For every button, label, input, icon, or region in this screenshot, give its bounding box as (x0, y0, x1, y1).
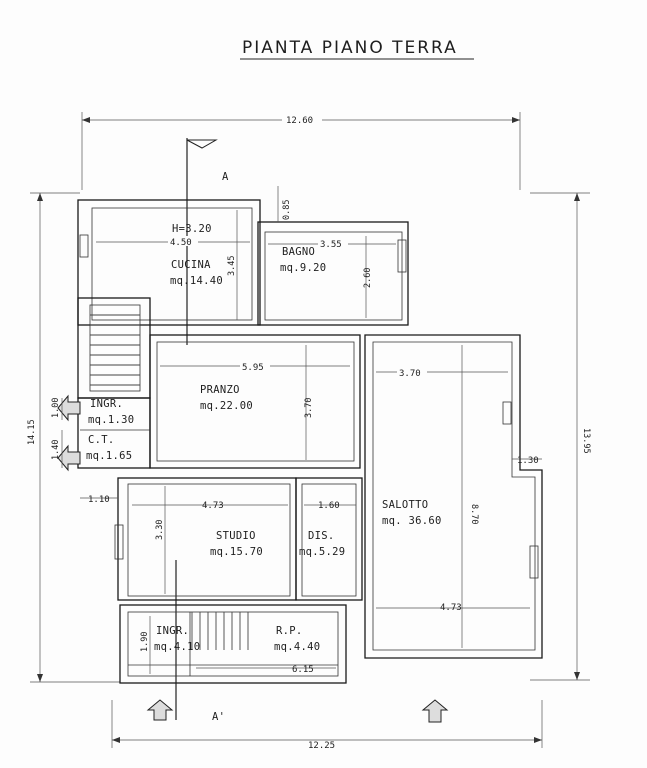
overall-dimension-bottom: 12.25 (111, 700, 543, 751)
plan-title: PIANTA PIANO TERRA (242, 38, 458, 58)
room-ingresso-1: INGR. mq.1.30 (88, 398, 134, 426)
room-ingresso-1-area: mq.1.30 (88, 414, 134, 426)
dim-pranzo-depth: 3.70 (304, 398, 314, 418)
entrance-arrow-bottom-left (146, 699, 174, 721)
room-cucina: H=3.20 CUCINA mq.14.40 (170, 223, 223, 287)
staircase-bottom (128, 612, 338, 666)
room-pranzo-name: PRANZO (200, 384, 240, 396)
room-disimpegno: DIS. mq.5.29 (299, 530, 345, 558)
room-ingresso-2: INGR. mq.4.10 (154, 625, 200, 653)
dim-salotto-width: 3.70 (399, 369, 421, 379)
dim-pranzo-width: 5.95 (242, 363, 264, 373)
dim-bagno-depth: 2.60 (363, 268, 373, 288)
dim-dis-width: 1.60 (318, 501, 340, 511)
overall-dimension-right: 13.95 (530, 192, 591, 681)
room-disimpegno-name: DIS. (308, 530, 335, 542)
room-studio-name: STUDIO (216, 530, 256, 542)
room-disimpegno-area: mq.5.29 (299, 546, 345, 558)
dim-salotto-depth: 8.70 (469, 504, 479, 524)
room-ingresso-1-name: INGR. (90, 398, 123, 410)
dim-ct-depth: 1.40 (51, 440, 61, 460)
room-rp-name: R.P. (276, 625, 303, 637)
interior-dimension-lines (61, 186, 542, 674)
dim-overall-left: 14.15 (27, 419, 37, 445)
dim-cucina-width: 4.50 (170, 238, 192, 248)
room-rp: R.P. mq.4.40 (274, 625, 320, 653)
room-bagno: BAGNO mq.9.20 (280, 246, 326, 274)
windows (79, 234, 539, 579)
room-bagno-area: mq.9.20 (280, 262, 326, 274)
room-ct: C.T. mq.1.65 (86, 434, 132, 462)
dim-ingr2-depth: 1.90 (140, 632, 150, 652)
staircase-left (89, 304, 141, 392)
room-ingresso-2-area: mq.4.10 (154, 641, 200, 653)
room-ct-area: mq.1.65 (86, 450, 132, 462)
room-pranzo-area: mq.22.00 (200, 400, 253, 412)
room-cucina-name: CUCINA (171, 259, 211, 271)
room-bagno-name: BAGNO (282, 246, 315, 258)
room-rp-area: mq.4.40 (274, 641, 320, 653)
room-salotto-area: mq. 36.60 (382, 515, 442, 527)
room-salotto: SALOTTO mq. 36.60 (382, 499, 442, 527)
room-cucina-height: H=3.20 (172, 223, 212, 235)
section-mark-top: A (222, 171, 229, 183)
dim-studio-depth: 3.30 (155, 520, 165, 540)
room-studio: STUDIO mq.15.70 (210, 530, 263, 558)
room-ct-name: C.T. (88, 434, 115, 446)
dim-bagno-offset: 0.85 (282, 200, 292, 220)
dim-salotto-bottom: 4.73 (440, 603, 462, 613)
dim-overall-right: 13.95 (581, 428, 591, 454)
room-ingresso-2-name: INGR. (156, 625, 189, 637)
overall-dimension-top: 12.60 (81, 112, 521, 190)
dim-overall-bottom: 12.25 (308, 741, 335, 751)
dim-porch-side: 1.10 (88, 495, 110, 505)
entrance-arrow-ingr (57, 394, 81, 422)
dim-rp-width: 6.15 (292, 665, 314, 675)
entrance-arrow-bottom-right (421, 699, 449, 723)
dim-ingr-depth: 1.00 (51, 398, 61, 418)
dim-salotto-step: 1.30 (517, 456, 539, 466)
walls (77, 199, 543, 684)
dim-cucina-depth: 3.45 (227, 256, 237, 276)
section-mark-bottom: A' (212, 711, 225, 723)
dim-overall-top: 12.60 (286, 116, 313, 126)
dim-bagno-width: 3.55 (320, 240, 342, 250)
room-cucina-area: mq.14.40 (170, 275, 223, 287)
room-pranzo: PRANZO mq.22.00 (200, 384, 253, 412)
entrance-arrow-ct (57, 444, 81, 472)
dim-studio-width: 4.73 (202, 501, 224, 511)
room-salotto-name: SALOTTO (382, 499, 428, 511)
room-studio-area: mq.15.70 (210, 546, 263, 558)
overall-dimension-left: 14.15 (27, 192, 120, 683)
section-line-a: A A' (175, 138, 229, 723)
